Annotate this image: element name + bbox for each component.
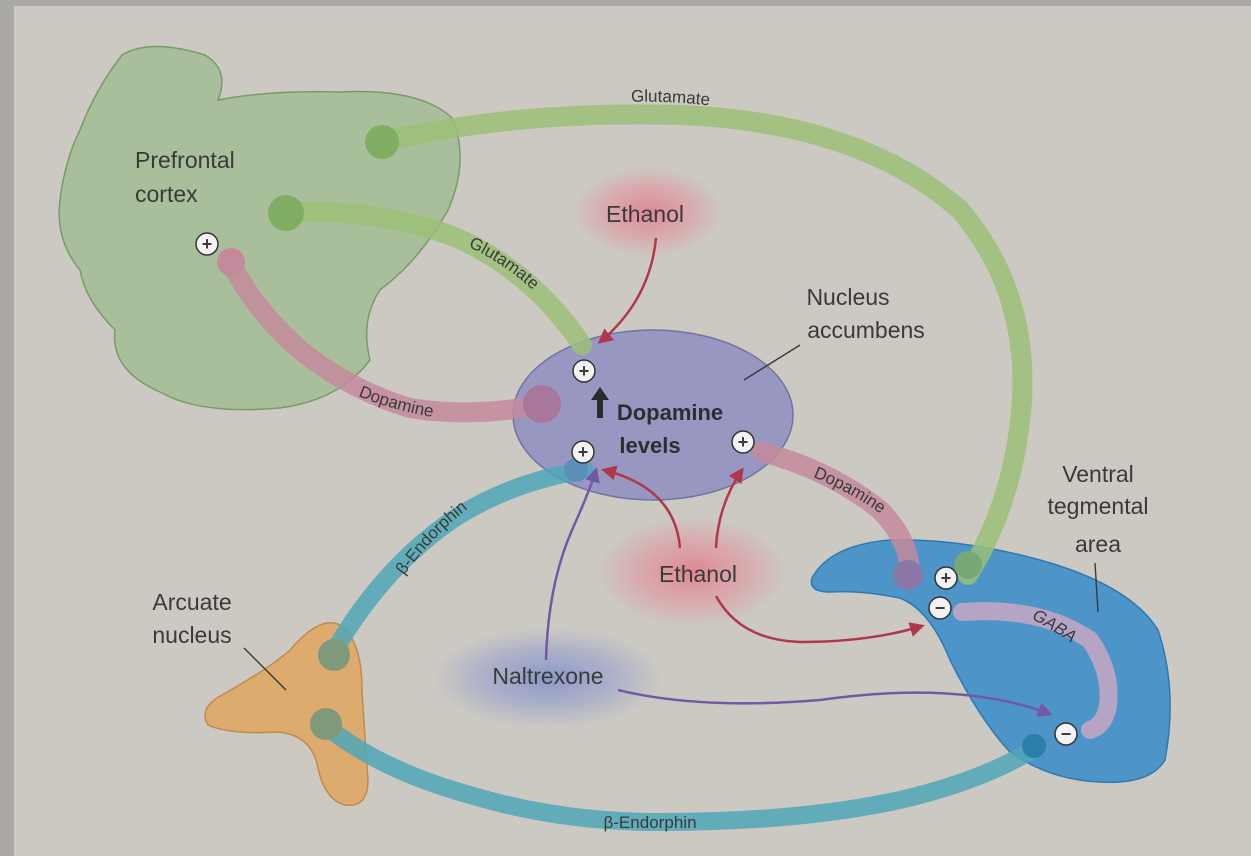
dopamine-levels-label-line1: Dopamine: [617, 400, 723, 425]
minus-icon: −: [1054, 722, 1078, 746]
glutamate-outer-label: Glutamate: [631, 87, 711, 110]
glutamate-outer-tract: [370, 104, 1033, 585]
beta-endorphin-arcuate-upper-terminal: [318, 639, 350, 671]
increase-arrow-icon: [591, 387, 609, 418]
vta-label-line1: Ventral: [1062, 461, 1134, 487]
ethanol-to-gaba-arrow: [714, 595, 925, 644]
glutamate-inner-terminal: [268, 195, 304, 231]
minus-sign-vta-bottom: −: [1061, 724, 1072, 744]
naltrexone-glow: [433, 628, 663, 728]
arcuate-nucleus-label-line1: Arcuate: [152, 589, 231, 615]
accumbens-leader-line: [743, 344, 801, 381]
beta-endorphin-lower-label-text: β-Endorphin: [603, 813, 696, 832]
nucleus-accumbens-label-line2: accumbens: [807, 317, 925, 343]
vta-label-line2: tegmental: [1047, 493, 1148, 519]
dopamine-pfc-tract: [222, 255, 550, 423]
arcuate-nucleus-label-line2: nucleus: [152, 622, 231, 648]
dopamine-pfc-terminal: [217, 248, 245, 276]
prefrontal-cortex-region: [58, 45, 461, 411]
minus-sign-vta-top: −: [935, 598, 946, 618]
prefrontal-cortex-label-line1: Prefrontal: [135, 147, 235, 173]
glutamate-vta-terminal: [954, 551, 982, 579]
dopamine-vta-tract: [752, 442, 920, 585]
naltrexone-to-accumbens-arrow: [544, 467, 600, 661]
plus-sign-accumbens-bottom: +: [578, 442, 589, 462]
plus-sign-accumbens-right: +: [738, 432, 749, 452]
beta-endorphin-lower-tract: [317, 717, 1044, 832]
arcuate-leader-line: [243, 647, 287, 691]
dopamine-vta-terminal: [893, 560, 923, 590]
beta-endorphin-upper-tract: [323, 461, 594, 664]
dopamine-levels-label-line2: levels: [619, 433, 680, 458]
glutamate-outer-label-text: Glutamate: [631, 87, 711, 110]
plus-icon: +: [572, 359, 596, 383]
ethanol-bottom-glow: [597, 517, 787, 627]
plus-sign-pfc: +: [202, 234, 213, 254]
beta-endorphin-lower-label: β-Endorphin: [603, 813, 696, 832]
naltrexone-label: Naltrexone: [492, 663, 603, 689]
vta-leader-line: [1094, 562, 1099, 613]
minus-icon: −: [928, 596, 952, 620]
vta-label-line3: area: [1075, 531, 1121, 557]
nucleus-accumbens-label-line1: Nucleus: [806, 284, 889, 310]
glutamate-inner-tract: [278, 201, 592, 355]
ethanol-top-label: Ethanol: [606, 201, 684, 227]
beta-endorphin-accumbens-terminal: [564, 458, 588, 482]
sign-badges: + + + + + − −: [195, 232, 1078, 746]
tract-terminals: [217, 125, 1046, 758]
dopamine-accumbens-terminal: [523, 385, 561, 423]
naltrexone-to-vta-arrow: [617, 688, 1053, 717]
plus-icon: +: [934, 566, 958, 590]
ethanol-bottom-label: Ethanol: [659, 561, 737, 587]
ethanol-to-accumbens-arrow: [597, 237, 658, 344]
plus-icon: +: [195, 232, 219, 256]
beta-endorphin-vta-terminal: [1022, 734, 1046, 758]
glutamate-outer-terminal: [365, 125, 399, 159]
ethanol-to-dopamine-arrow: [714, 467, 744, 549]
gaba-tract: [953, 602, 1118, 739]
plus-icon: +: [571, 440, 595, 464]
ethanol-top-glow: [573, 167, 723, 257]
plus-icon: +: [731, 430, 755, 454]
ethanol-to-beta-endorphin-arrow: [601, 465, 682, 549]
prefrontal-cortex-label-line2: cortex: [135, 181, 198, 207]
plus-sign-accumbens-top: +: [579, 361, 590, 381]
plus-sign-vta: +: [941, 568, 952, 588]
beta-endorphin-arcuate-lower-terminal: [310, 708, 342, 740]
